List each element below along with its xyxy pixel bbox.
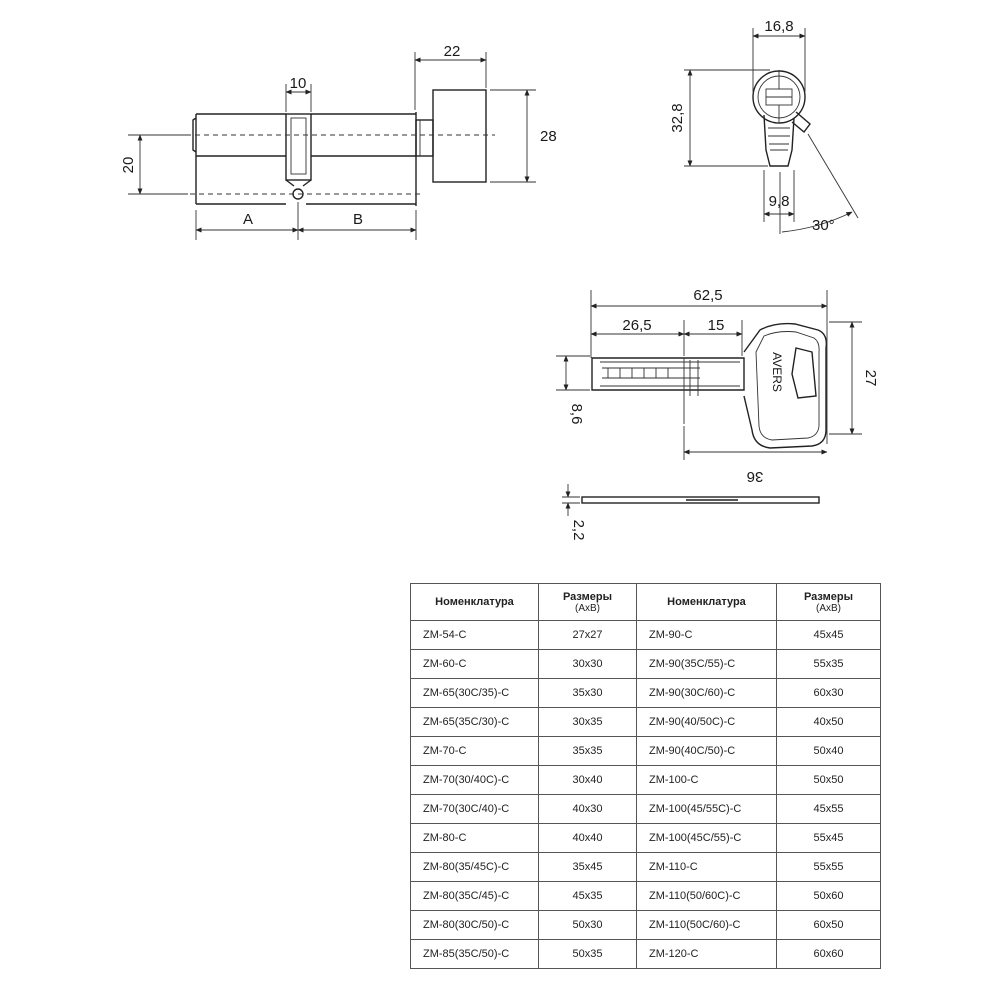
cell-size: 50x50 [776, 765, 881, 795]
cell-size: 45x35 [538, 881, 637, 911]
dim-profile-height: 32,8 [669, 103, 686, 132]
cell-nomenclature: ZM-70(30C/40)-C [410, 794, 539, 824]
cell-nomenclature: ZM-90(40/50C)-C [636, 707, 777, 737]
cell-nomenclature: ZM-85(35C/50)-C [410, 939, 539, 969]
cell-size: 40x50 [776, 707, 881, 737]
cell-nomenclature: ZM-80(35C/45)-C [410, 881, 539, 911]
cylinder-profile-view: 16,8 32,8 9,8 30° [669, 18, 859, 234]
dim-key-length: 62,5 [693, 287, 722, 304]
cell-size: 35x35 [538, 736, 637, 766]
cell-nomenclature: ZM-54-C [410, 620, 539, 650]
cell-size: 50x60 [776, 881, 881, 911]
table-header-row: Номенклатура Размеры(АхВ) Номенклатура Р… [410, 583, 881, 621]
cell-size: 27x27 [538, 620, 637, 650]
cell-nomenclature: ZM-100(45C/55)-C [636, 823, 777, 853]
header-nomenclature: Номенклатура [636, 583, 777, 621]
cell-nomenclature: ZM-90(40C/50)-C [636, 736, 777, 766]
cell-nomenclature: ZM-65(35C/30)-C [410, 707, 539, 737]
cell-size: 55x45 [776, 823, 881, 853]
dim-key-shoulder: 15 [708, 317, 725, 334]
dim-key-blade-height: 8,6 [568, 404, 585, 425]
cell-nomenclature: ZM-100-C [636, 765, 777, 795]
cell-nomenclature: ZM-110(50C/60)-C [636, 910, 777, 940]
cell-nomenclature: ZM-100(45/55C)-C [636, 794, 777, 824]
cell-nomenclature: ZM-80(35/45C)-C [410, 852, 539, 882]
cell-size: 55x35 [776, 649, 881, 679]
key-view: AVERS 62,5 26,5 15 27 8,6 36 [556, 287, 879, 485]
cell-size: 40x30 [538, 794, 637, 824]
cell-size: 60x50 [776, 910, 881, 940]
key-thickness-view: 2,2 [562, 484, 820, 541]
cell-nomenclature: ZM-120-C [636, 939, 777, 969]
cell-size: 60x60 [776, 939, 881, 969]
cell-size: 55x55 [776, 852, 881, 882]
dim-knob-height: 28 [540, 128, 557, 145]
cell-size: 60x30 [776, 678, 881, 708]
cell-size: 40x40 [538, 823, 637, 853]
cell-nomenclature: ZM-70-C [410, 736, 539, 766]
cell-size: 30x40 [538, 765, 637, 795]
cylinder-side-view: 10 22 20 28 A B [120, 43, 557, 240]
cell-size: 45x45 [776, 620, 881, 650]
dim-cam-angle: 30° [812, 217, 835, 234]
dim-label-a: A [243, 211, 253, 228]
cell-nomenclature: ZM-80(30C/50)-C [410, 910, 539, 940]
dim-profile-width: 16,8 [764, 18, 793, 35]
key-brand-text: AVERS [770, 352, 784, 392]
dim-key-bow-height: 27 [862, 370, 879, 387]
cell-nomenclature: ZM-90(35C/55)-C [636, 649, 777, 679]
cell-nomenclature: ZM-110(50/60C)-C [636, 881, 777, 911]
cell-size: 45x55 [776, 794, 881, 824]
technical-drawing: 10 22 20 28 A B 16,8 32,8 [120, 18, 879, 541]
cell-size: 35x30 [538, 678, 637, 708]
dim-profile-stem: 9,8 [769, 193, 790, 210]
header-sizes: Размеры(АхВ) [538, 583, 637, 621]
cell-size: 50x40 [776, 736, 881, 766]
dim-cam-width: 10 [290, 75, 307, 92]
cell-nomenclature: ZM-90(30C/60)-C [636, 678, 777, 708]
cell-nomenclature: ZM-90-C [636, 620, 777, 650]
cell-size: 30x35 [538, 707, 637, 737]
cell-size: 30x30 [538, 649, 637, 679]
dim-key-bow-length: 36 [747, 468, 764, 485]
cell-nomenclature: ZM-65(30C/35)-C [410, 678, 539, 708]
cell-size: 50x35 [538, 939, 637, 969]
dim-key-thickness: 2,2 [570, 520, 587, 541]
dim-key-blade: 26,5 [622, 317, 651, 334]
specification-table: Номенклатура Размеры(АхВ) Номенклатура Р… [410, 583, 881, 969]
cell-nomenclature: ZM-70(30/40C)-C [410, 765, 539, 795]
header-sizes: Размеры(АхВ) [776, 583, 881, 621]
dim-knob-width: 22 [444, 43, 461, 60]
cell-nomenclature: ZM-110-C [636, 852, 777, 882]
cell-nomenclature: ZM-60-C [410, 649, 539, 679]
header-nomenclature: Номенклатура [410, 583, 539, 621]
cell-size: 35x45 [538, 852, 637, 882]
cell-nomenclature: ZM-80-C [410, 823, 539, 853]
dim-label-b: B [353, 211, 363, 228]
dim-center-offset: 20 [120, 157, 137, 174]
cell-size: 50x30 [538, 910, 637, 940]
